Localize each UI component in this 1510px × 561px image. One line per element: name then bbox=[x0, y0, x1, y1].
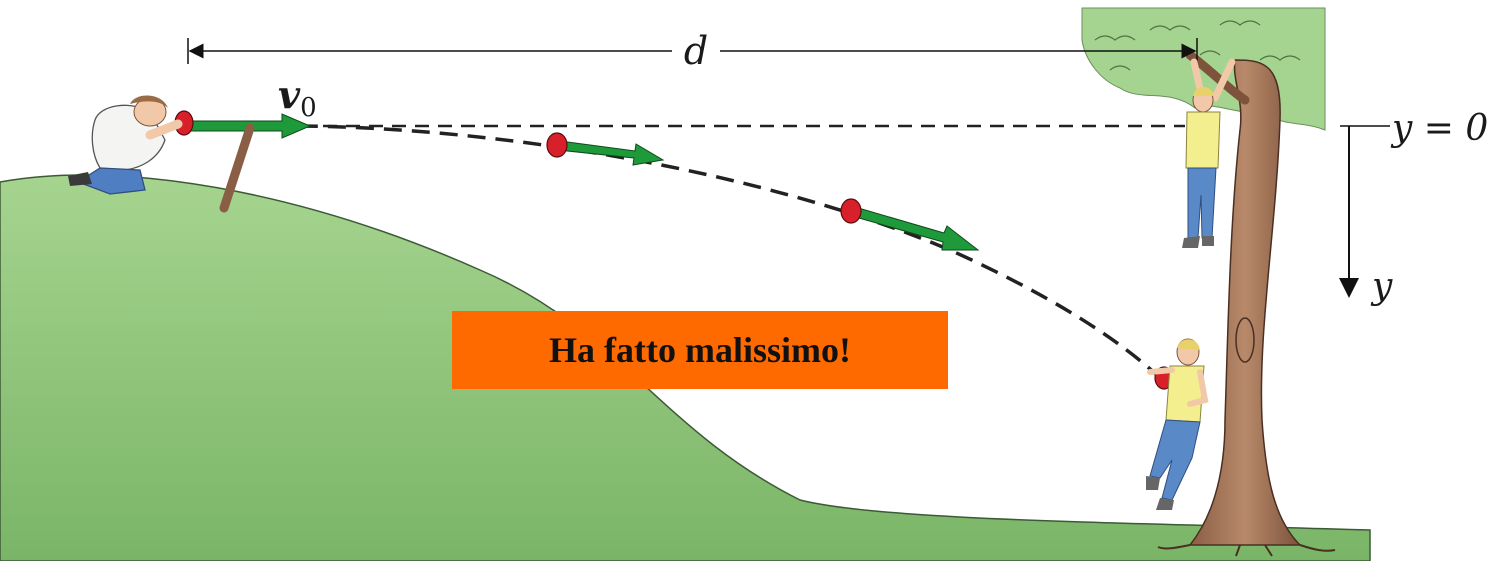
distance-label: d bbox=[684, 29, 708, 73]
y-axis-label: y bbox=[1370, 266, 1393, 307]
person-falling-icon bbox=[1146, 338, 1209, 510]
distance-dimension: d bbox=[187, 29, 1198, 73]
hill bbox=[0, 174, 1371, 561]
slingshot-stick bbox=[219, 123, 255, 213]
y-zero-label: y = 0 bbox=[1390, 108, 1488, 149]
person-kneeling-icon bbox=[68, 95, 183, 195]
feedback-text: Ha fatto malissimo! bbox=[549, 330, 851, 370]
velocity-arrow-2 bbox=[557, 140, 665, 166]
velocity-arrow-3 bbox=[851, 206, 980, 251]
y-axis: y = 0 y bbox=[1339, 108, 1488, 307]
initial-velocity-label: v0 bbox=[278, 72, 317, 123]
velocity-arrows bbox=[189, 113, 980, 251]
ball-2 bbox=[546, 132, 568, 158]
feedback-banner: Ha fatto malissimo! bbox=[452, 311, 948, 389]
tree-icon bbox=[1081, 7, 1336, 557]
person-hanging-icon bbox=[1182, 58, 1236, 248]
ball-3 bbox=[840, 198, 862, 224]
